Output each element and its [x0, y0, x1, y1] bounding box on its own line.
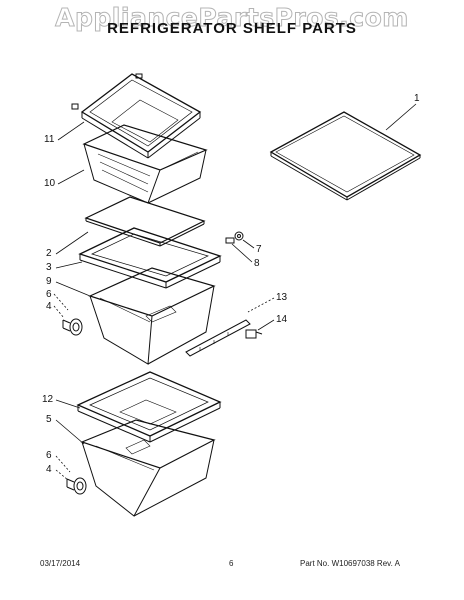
- lower-pan-part: [80, 419, 216, 517]
- roller-part-lower: [66, 477, 87, 495]
- slide-rail-part: [185, 319, 251, 357]
- middle-pan-part: [88, 267, 216, 365]
- footer-page-number: 6: [229, 559, 234, 568]
- roller-part-upper: [62, 318, 83, 336]
- callout-12: 12: [42, 394, 54, 405]
- callout-6-upper: 6: [46, 289, 52, 300]
- callout-3: 3: [46, 262, 52, 273]
- footer-part-number: Part No. W10697038 Rev. A: [300, 559, 400, 568]
- callout-13: 13: [276, 292, 288, 303]
- callout-4-lower: 4: [46, 464, 52, 475]
- fastener-part: [225, 231, 244, 244]
- footer-date: 03/17/2014: [40, 559, 81, 568]
- clip-part: [245, 329, 263, 339]
- callout-5: 5: [46, 414, 52, 425]
- cover-frame-part: [78, 227, 222, 289]
- crisper-cover-frame-part: [71, 73, 202, 159]
- callout-10: 10: [44, 178, 56, 189]
- callout-9: 9: [46, 276, 52, 287]
- callout-7: 7: [256, 244, 262, 255]
- watermark: AppliancePartsPros.com: [55, 3, 409, 33]
- glass-panel-part: [84, 196, 206, 247]
- upper-pan-part: [82, 124, 208, 204]
- callout-14: 14: [276, 314, 288, 325]
- callout-6-lower: 6: [46, 450, 52, 461]
- callout-8: 8: [254, 258, 260, 269]
- page-title: REFRIGERATOR SHELF PARTS: [107, 20, 357, 37]
- leader-lines: [53, 103, 417, 481]
- lower-cover-frame-part: [76, 371, 222, 443]
- callout-2: 2: [46, 248, 52, 259]
- callout-11: 11: [44, 134, 55, 145]
- callout-4-upper: 4: [46, 301, 52, 312]
- callout-1: 1: [414, 93, 420, 104]
- glass-shelf-part: [269, 111, 422, 201]
